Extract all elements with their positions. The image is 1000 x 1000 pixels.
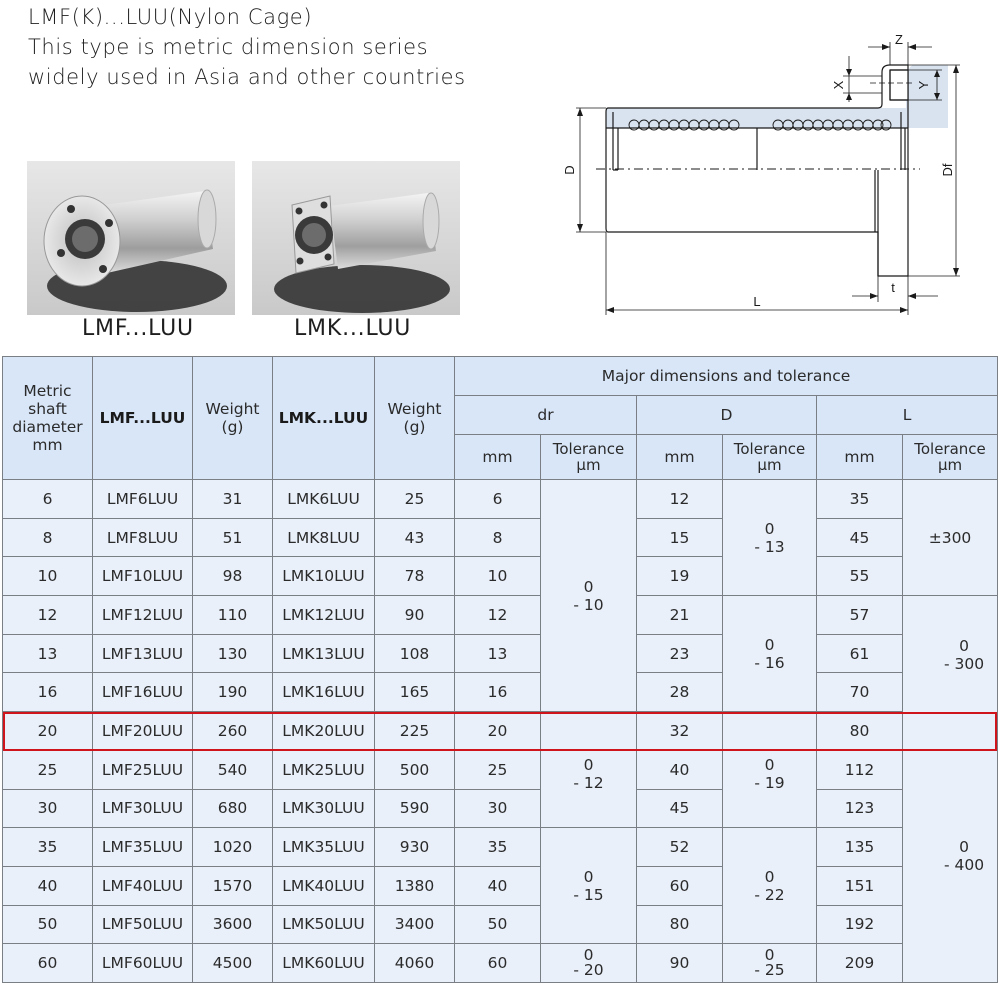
D-tolerance-20-30: 0- 19 (722, 711, 817, 829)
photo-lmf-round-flange (27, 161, 235, 315)
intro-text: LMF(K)...LUU(Nylon Cage) This type is me… (28, 2, 466, 92)
header-group-D: D (636, 395, 817, 435)
header-lmf: LMF...LUU (92, 356, 193, 480)
dr-tolerance-20-30: 0- 12 (540, 711, 637, 829)
D-tolerance-60: 0- 25 (722, 943, 817, 983)
header-group-L: L (815, 395, 999, 435)
table-row: 16 LMF16LUU 190 LMK16LUU 165 16 28 70 (2, 672, 998, 713)
header-weight-lmk: Weight(g) (374, 356, 455, 480)
header-L-mm: mm (816, 434, 903, 480)
table-row: 8 LMF8LUU 51 LMK8LUU 43 8 15 45 (2, 517, 998, 558)
label-t: t (891, 280, 895, 295)
dr-tolerance-6-16: 0- 10 (540, 478, 637, 713)
table-row: 30 LMF30LUU 680 LMK30LUU 590 30 45 123 (2, 788, 998, 829)
header-weight-lmf: Weight(g) (192, 356, 273, 480)
header-lmk: LMK...LUU (272, 356, 375, 480)
L-tolerance-6-10: ±300 (901, 478, 999, 597)
table-row: 50 LMF50LUU 3600 LMK50LUU 3400 50 80 192 (2, 904, 998, 945)
label-X: X (831, 80, 846, 89)
header-D-mm: mm (636, 434, 723, 480)
table-row: 12 LMF12LUU 110 LMK12LUU 90 12 21 0- 16 … (2, 595, 999, 751)
D-tolerance-6-10: 0- 13 (722, 478, 817, 597)
L-tolerance-12-20: 0- 300 (901, 595, 999, 751)
photo-label-lmk: LMK...LUU (294, 316, 412, 341)
description-line-1: This type is metric dimension series (28, 35, 429, 59)
product-title: LMF(K)...LUU(Nylon Cage) (28, 5, 313, 29)
header-dr-mm: mm (454, 434, 541, 480)
label-Df: Df (940, 163, 955, 176)
D-tolerance-12-16: 0- 16 (722, 595, 817, 713)
photo-label-lmf: LMF...LUU (82, 316, 194, 341)
table-row: 60 LMF60LUU 4500 LMK60LUU 4060 60 0- 20 … (2, 943, 998, 983)
label-D: D (562, 165, 577, 174)
label-L: L (753, 294, 760, 309)
header-major-dimensions: Major dimensions and tolerance (453, 356, 999, 396)
description-line-2: widely used in Asia and other countries (28, 65, 466, 89)
round-flange-bearing-icon (43, 189, 227, 312)
dimension-diagram: D Df L t Z X Y (560, 20, 980, 325)
table-row: 13 LMF13LUU 130 LMK13LUU 108 13 23 61 (2, 633, 998, 674)
photo-lmk-square-flange (252, 161, 460, 315)
label-Y: Y (916, 80, 931, 89)
table-row: 40 LMF40LUU 1570 LMK40LUU 1380 40 60 151 (2, 865, 998, 906)
header-group-dr: dr (454, 395, 637, 435)
label-Z: Z (895, 32, 903, 47)
D-tolerance-35-50: 0- 22 (722, 827, 817, 945)
dr-tolerance-35-50: 0- 15 (540, 827, 637, 945)
table-row: 10 LMF10LUU 98 LMK10LUU 78 10 19 55 (2, 556, 998, 597)
table-row: 35 LMF35LUU 1020 LMK35LUU 930 35 0- 15 5… (2, 827, 998, 945)
table-row: 6 LMF6LUU 31 LMK6LUU 25 6 0- 10 12 0- 13… (2, 478, 999, 713)
L-tolerance-25-60: 0- 400 (901, 749, 999, 983)
dr-tolerance-60: 0- 20 (540, 943, 637, 983)
table-row-highlighted: 20 LMF20LUU 260 LMK20LUU 225 20 0- 12 32… (2, 711, 998, 829)
table-row: 25 LMF25LUU 540 LMK25LUU 500 25 40 112 0… (2, 749, 999, 983)
square-flange-bearing-icon (274, 192, 450, 313)
